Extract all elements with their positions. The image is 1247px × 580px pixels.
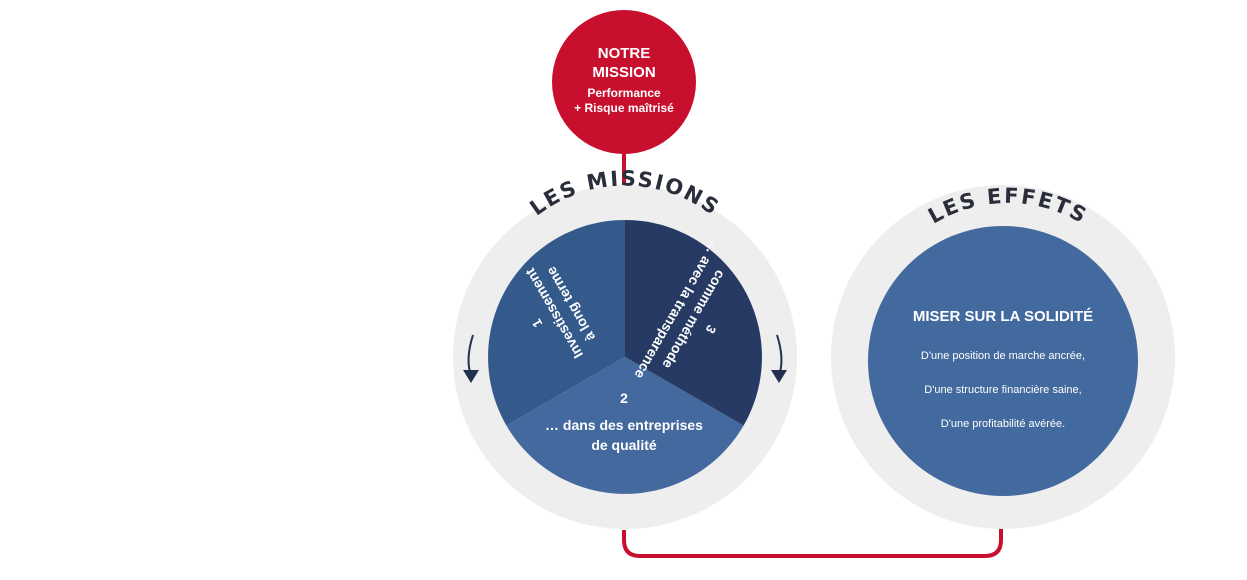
segment-2-line2: de qualité <box>591 437 657 453</box>
effects-item-1: D'une position de marche ancrée, <box>921 350 1085 362</box>
effects-connector-line <box>622 512 1003 558</box>
mission-segment-2 <box>506 357 744 494</box>
mission-segment-1 <box>488 220 625 426</box>
segment-2-line1: … dans des entreprises <box>545 417 703 433</box>
mission-segment-3 <box>625 220 762 426</box>
missions-ring: LES MISSIONS 1 Investissement à long ter… <box>453 166 797 529</box>
effects-ring: LES EFFETS MISER SUR LA SOLIDITÉ D'une p… <box>831 184 1175 529</box>
rotate-left-arrow-icon <box>463 334 479 383</box>
effects-core <box>868 226 1138 496</box>
mission-title-line1: NOTRE <box>598 45 651 62</box>
mission-title-line2: MISSION <box>592 64 655 81</box>
effects-headline: MISER SUR LA SOLIDITÉ <box>913 308 1093 325</box>
mission-sub-line2: + Risque maîtrisé <box>574 101 674 115</box>
mission-sub-line1: Performance <box>587 86 661 100</box>
mission-badge: NOTRE MISSION Performance + Risque maîtr… <box>552 10 696 154</box>
rotate-right-arrow-icon <box>771 334 787 383</box>
effects-item-2: D'une structure financière saine, <box>924 384 1081 396</box>
effects-item-3: D'une profitabilité avérée. <box>941 418 1065 430</box>
segment-2-number: 2 <box>620 390 628 406</box>
